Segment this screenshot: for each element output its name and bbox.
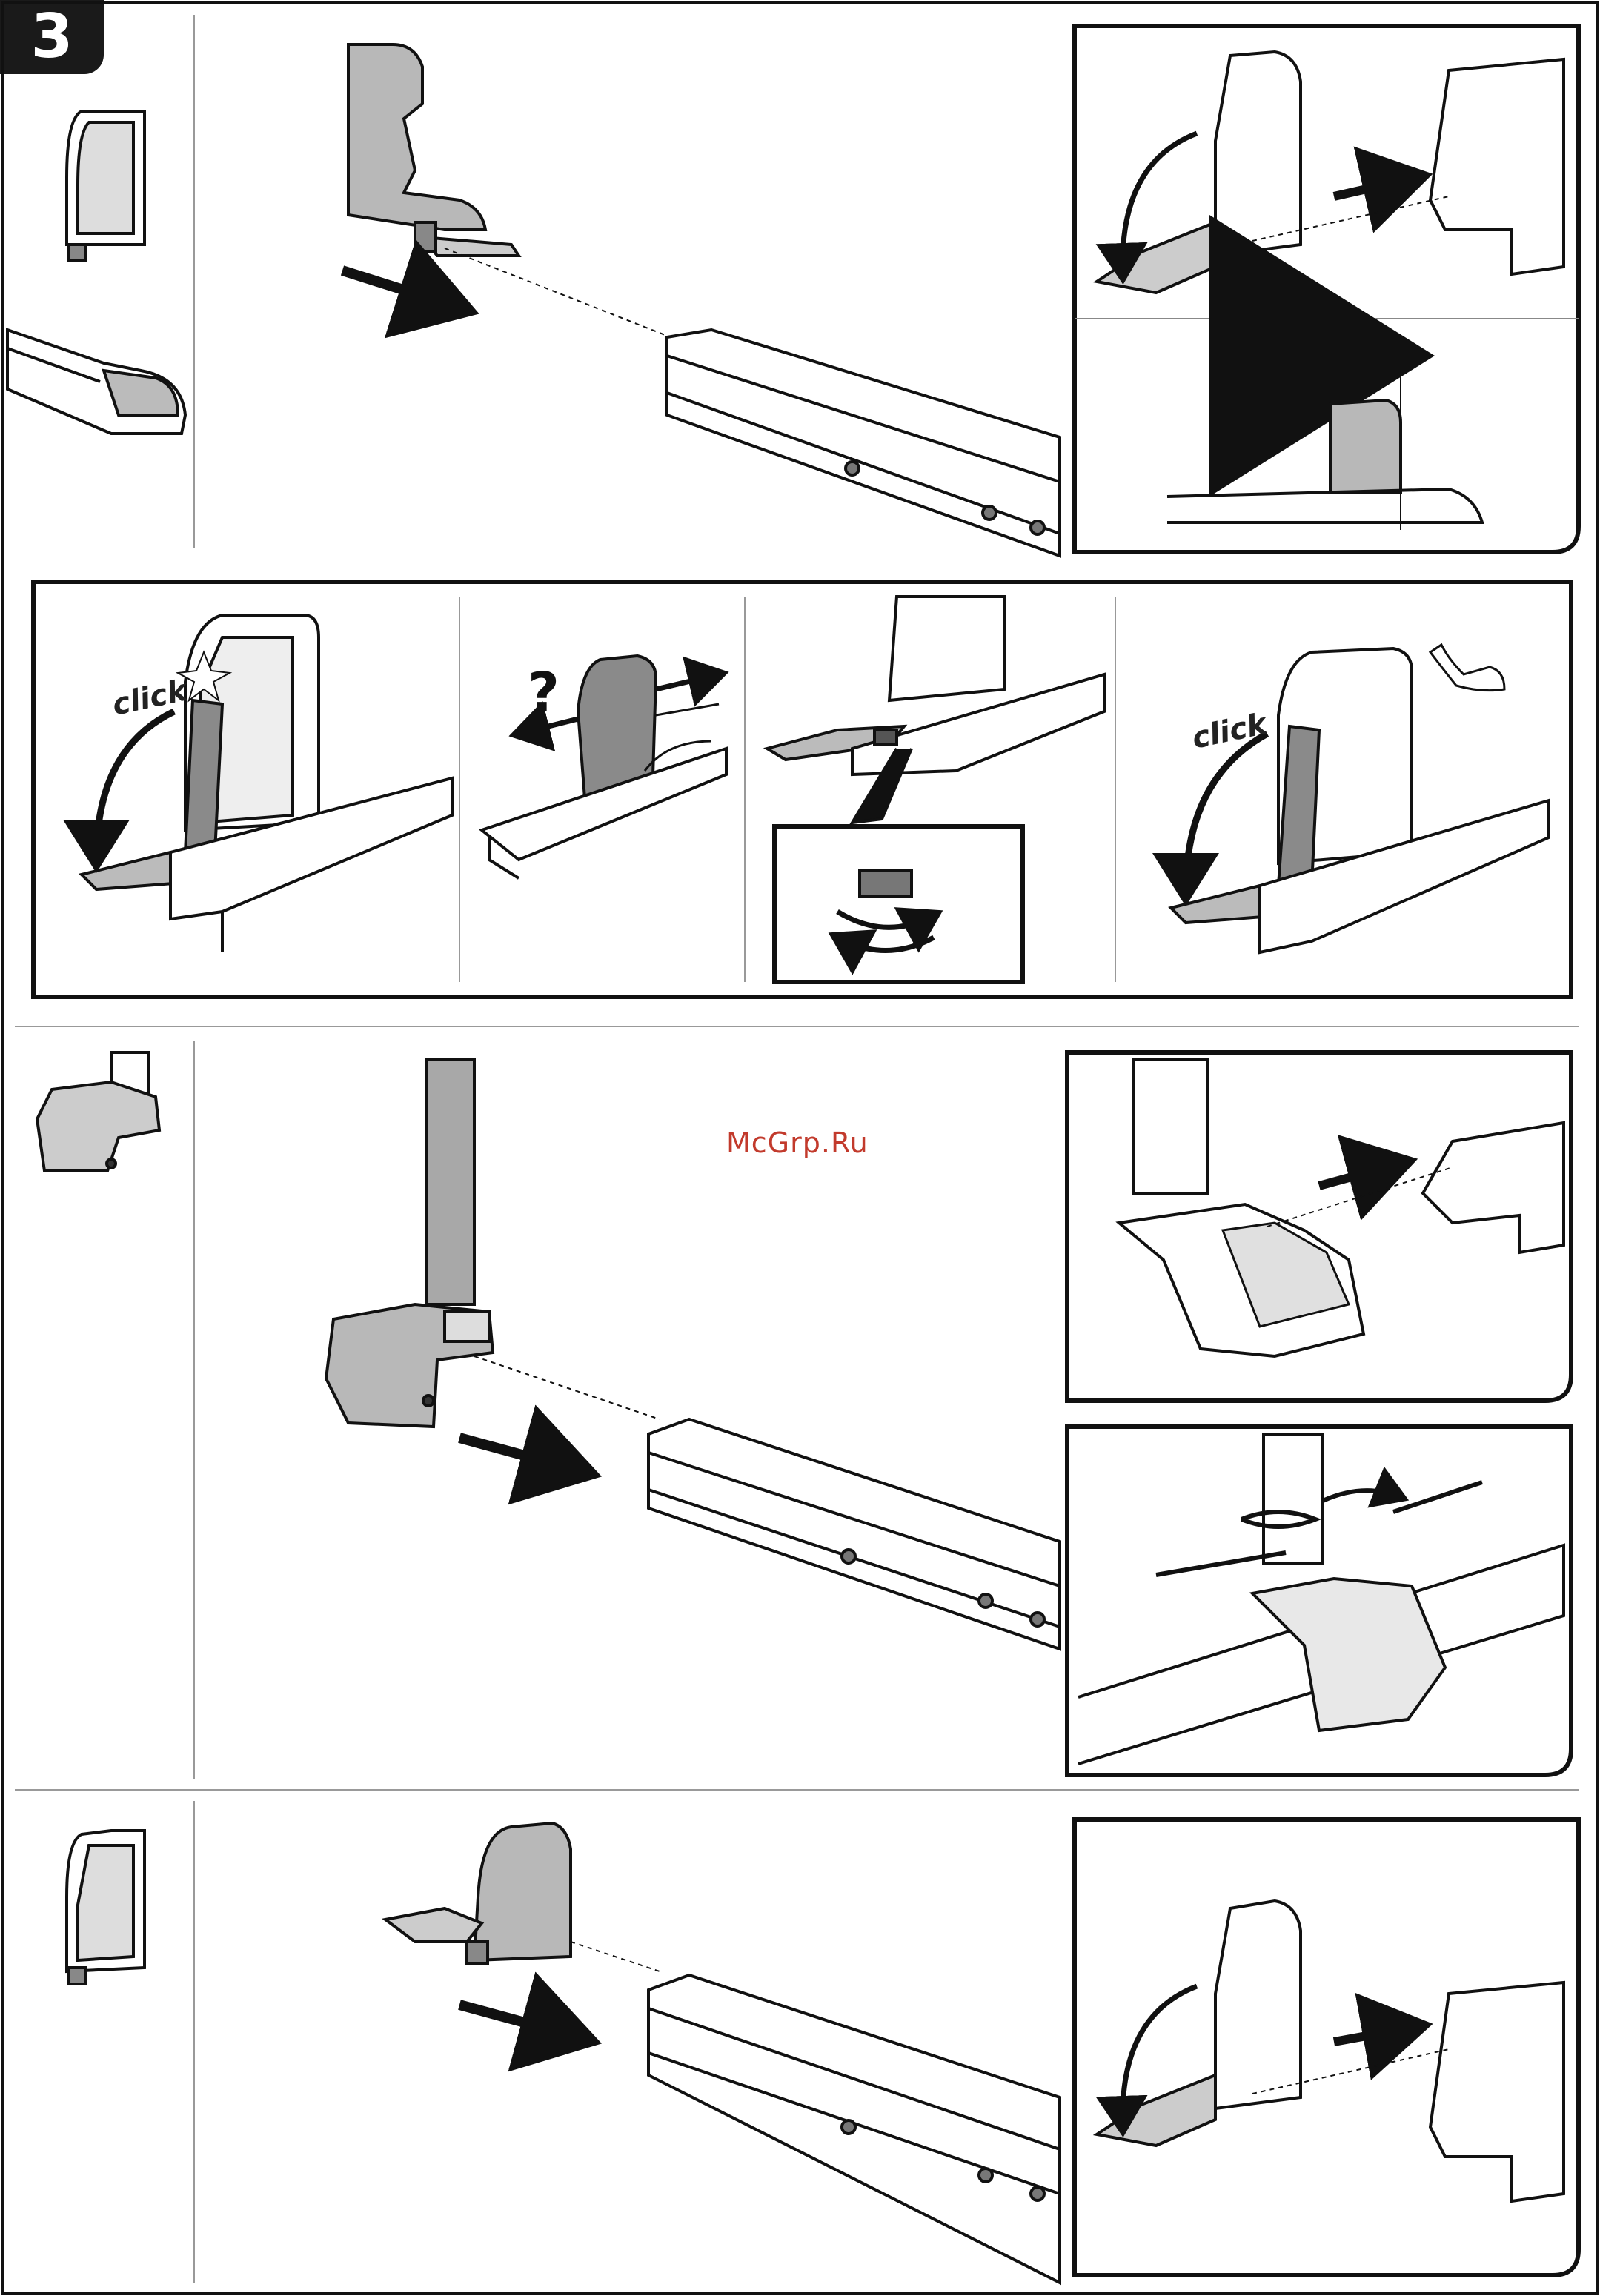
detail-box-2 xyxy=(1067,1052,1571,1401)
foot-assembly-main xyxy=(326,1060,493,1427)
stop-part-icon-2 xyxy=(67,1831,145,1984)
stop-piece-main xyxy=(348,44,519,256)
roof-bar-3 xyxy=(648,1419,1060,1649)
panel-question: ? xyxy=(482,656,726,878)
click-label-2: click xyxy=(1189,706,1272,756)
question-mark: ? xyxy=(528,661,560,725)
slide-arrow-4 xyxy=(459,2005,582,2038)
roof-bar-1 xyxy=(667,330,1060,556)
guide-line-3 xyxy=(474,1356,660,1419)
panel-rotate xyxy=(767,597,1104,982)
detail-box-3 xyxy=(1067,1427,1571,1775)
stop-piece-main-2 xyxy=(385,1823,571,1964)
panel-click-1: click xyxy=(82,615,452,952)
detail-box-1 xyxy=(1075,26,1579,552)
slide-arrow-1 xyxy=(342,271,459,308)
foot-part-icon xyxy=(37,1052,159,1171)
stop-part-icon xyxy=(67,111,145,261)
strength-arm-icon xyxy=(1430,645,1504,691)
panel-click-2: click xyxy=(1171,645,1549,952)
guide-line-4 xyxy=(571,1942,660,1971)
click-label-1: click xyxy=(110,673,192,723)
roof-bar-4 xyxy=(648,1975,1060,2283)
guide-line-1 xyxy=(445,248,671,337)
slide-arrow-3 xyxy=(459,1438,582,1471)
detail-box-4 xyxy=(1075,1819,1579,2275)
bar-end-icon xyxy=(7,330,185,434)
